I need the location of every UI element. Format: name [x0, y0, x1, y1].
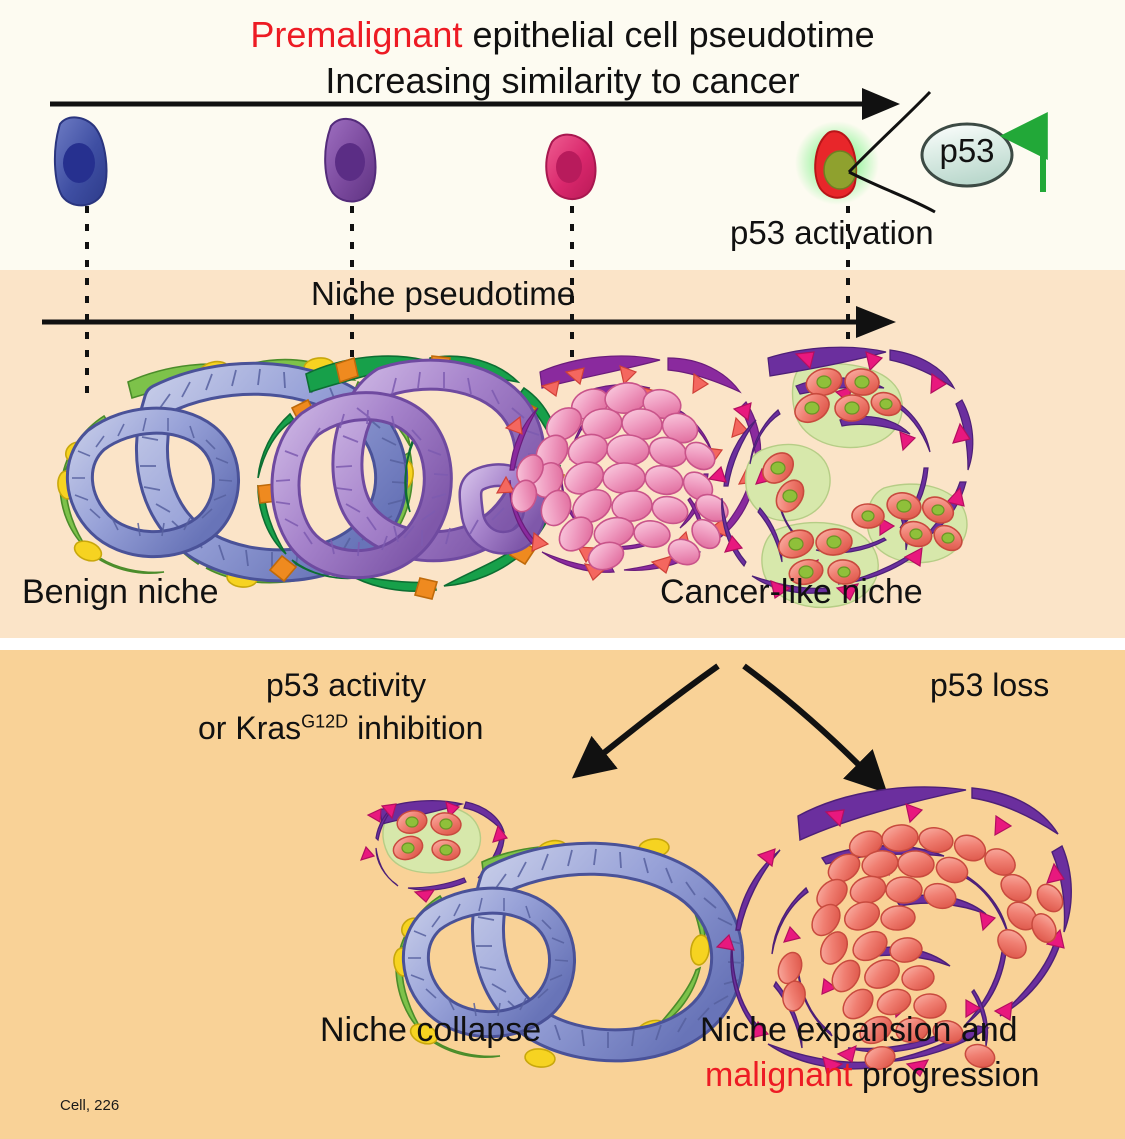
- band-divider: [0, 638, 1125, 650]
- cancer-like-niche-label: Cancer-like niche: [660, 573, 923, 611]
- benign-niche-label: Benign niche: [22, 573, 219, 611]
- niche-pseudotime-arrow: [42, 306, 896, 338]
- niche-collapse-label: Niche collapse: [320, 1011, 542, 1049]
- epithelial-cell-benign: [55, 117, 107, 205]
- niche-cancer-like: [709, 347, 973, 607]
- p53-callout-lines: [849, 92, 935, 212]
- page-title: Premalignant epithelial cell pseudotime: [250, 16, 874, 54]
- epithelial-cell-intermediate: [325, 119, 375, 202]
- pseudotime-connector-dots: [87, 206, 848, 398]
- expansion-arrow: [744, 666, 888, 794]
- epithelial-pseudotime-arrow: [50, 88, 900, 120]
- p53-activation-label: p53 activation: [730, 214, 934, 251]
- kras-inhibition-label: or KrasG12D inhibition: [198, 710, 484, 746]
- malignant-progression-label: malignant progression: [705, 1056, 1040, 1094]
- malignant-word: malignant: [705, 1056, 853, 1094]
- p53-node-label: p53: [939, 132, 995, 169]
- kras-superscript: G12D: [301, 711, 349, 732]
- niche-intermediate: [497, 356, 761, 580]
- progression-word: progression: [852, 1056, 1040, 1094]
- epithelial-cell-p53-activated: [795, 121, 879, 205]
- collapse-arrow: [571, 666, 718, 779]
- niche-pseudotime-label: Niche pseudotime: [311, 275, 576, 312]
- title-rest: epithelial cell pseudotime: [462, 14, 875, 55]
- citation: Cell, 226: [60, 1097, 120, 1114]
- epithelial-cell-advanced: [546, 135, 595, 199]
- kras-prefix: or Kras: [198, 710, 302, 746]
- p53-loss-label: p53 loss: [930, 667, 1050, 703]
- p53-activity-label: p53 activity: [266, 667, 427, 703]
- title-premalignant: Premalignant: [250, 14, 463, 55]
- restored-duct: [393, 838, 744, 1069]
- niche-expansion-label: Niche expansion and: [700, 1011, 1018, 1049]
- niche-collapse-illustration: [361, 801, 744, 1069]
- kras-suffix: inhibition: [348, 710, 484, 746]
- niche-expansion-illustration: [717, 787, 1071, 1076]
- page-subtitle: Increasing similarity to cancer: [325, 60, 800, 101]
